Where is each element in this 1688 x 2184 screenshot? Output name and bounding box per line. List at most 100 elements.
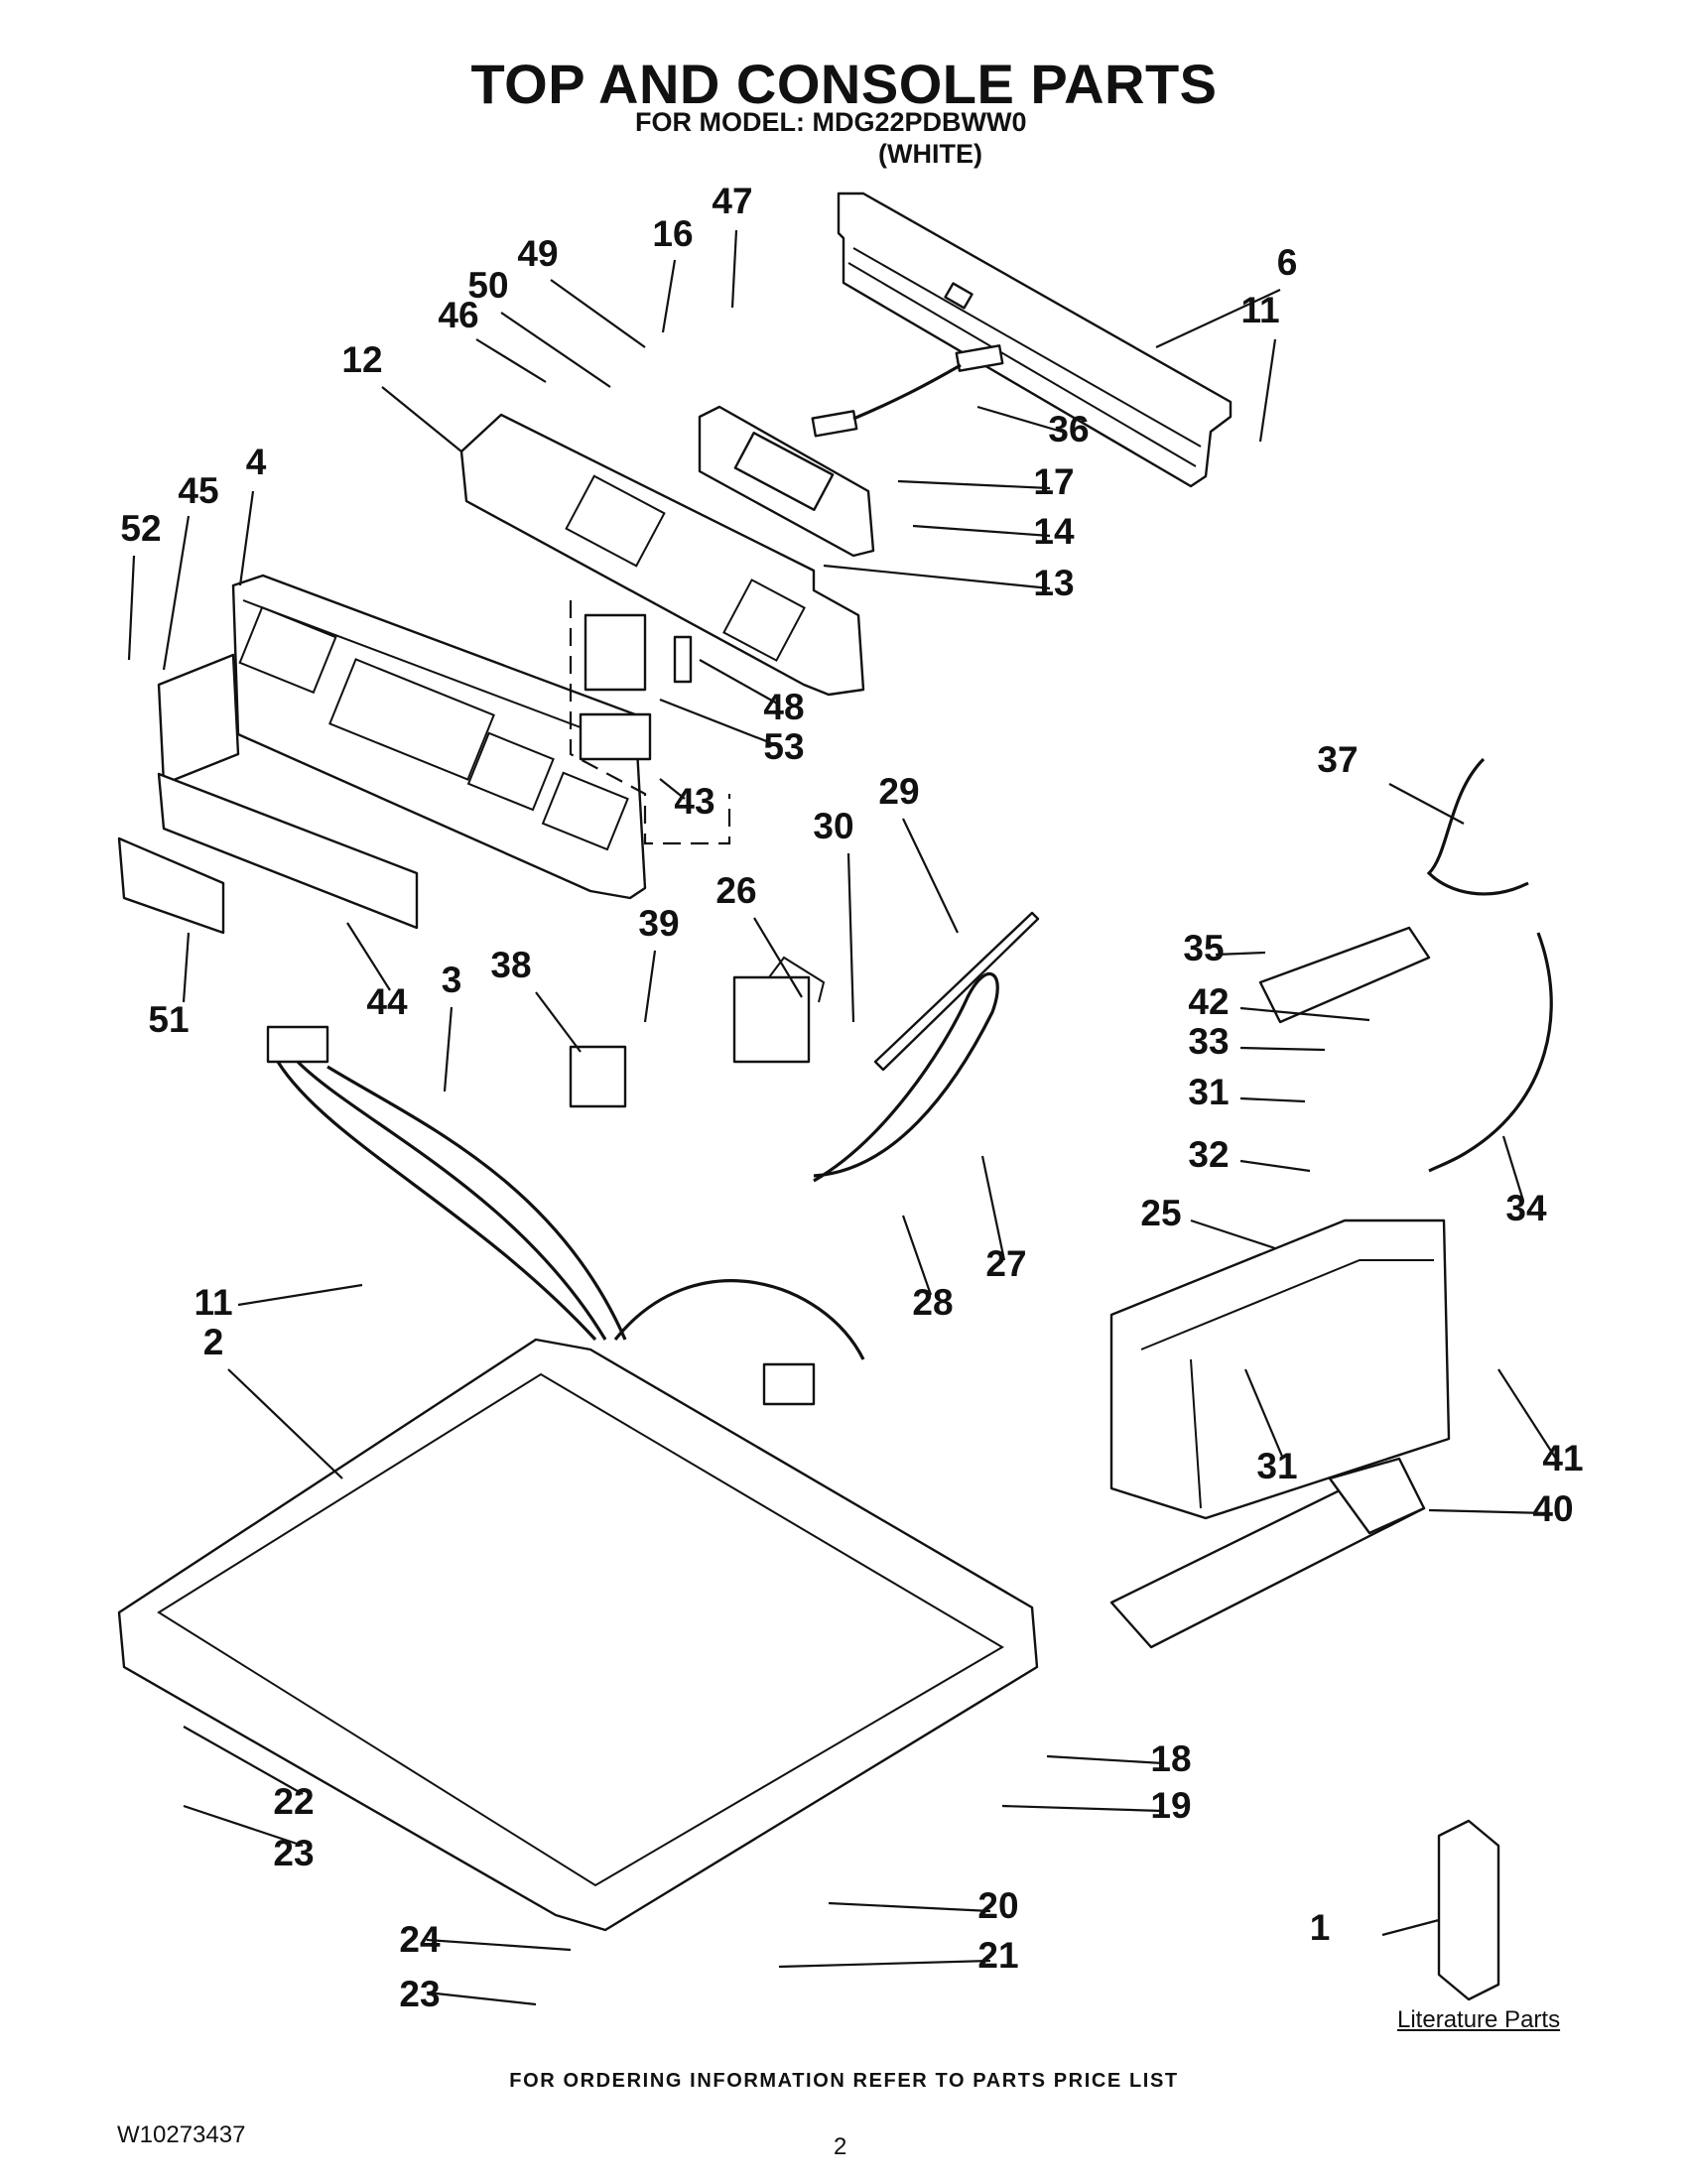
model-subtitle: FOR MODEL: MDG22PDBWW0	[635, 107, 1027, 137]
part-34-harness	[1428, 932, 1553, 1173]
callout-28: 28	[912, 1282, 953, 1323]
callout-leader-14	[912, 524, 1051, 538]
callout-11: 11	[1240, 290, 1279, 330]
callout-leader-13	[823, 564, 1051, 590]
callout-leader-41	[1497, 1368, 1557, 1460]
callout-leader-36	[976, 405, 1063, 434]
callout-34: 34	[1505, 1188, 1547, 1228]
part-45-overlay	[157, 653, 240, 786]
callout-42: 42	[1188, 981, 1229, 1022]
callout-26: 26	[715, 870, 756, 911]
callout-leader-31	[1239, 1096, 1306, 1103]
callout-leader-38	[535, 991, 582, 1053]
callout-11: 11	[194, 1282, 232, 1323]
callout-47: 47	[712, 181, 752, 221]
callout-6: 6	[1277, 242, 1298, 283]
callout-21: 21	[977, 1935, 1018, 1976]
part-53-board	[584, 613, 647, 692]
callout-leader-25	[1190, 1219, 1276, 1250]
callout-33: 33	[1188, 1021, 1229, 1062]
callout-leader-37	[1388, 783, 1465, 825]
part-35-cover	[1258, 926, 1431, 1024]
callout-leader-42	[1239, 1006, 1370, 1022]
callout-4: 4	[246, 442, 267, 482]
part-6-console-bracket	[837, 192, 1233, 488]
callout-23: 23	[399, 1974, 440, 2014]
callout-50: 50	[467, 265, 508, 306]
callout-leader-19	[1001, 1804, 1164, 1813]
part-43-switch	[579, 712, 652, 761]
callout-leader-44	[346, 922, 391, 991]
callout-leader-34	[1501, 1135, 1525, 1202]
callout-leader-47	[730, 229, 738, 309]
callout-leader-18	[1046, 1754, 1164, 1765]
page-number: 2	[834, 2133, 847, 2160]
callout-labels: 1234611111213141617181920212223232425262…	[120, 181, 1583, 2014]
callout-41: 41	[1542, 1438, 1583, 1478]
callout-45: 45	[178, 470, 218, 511]
callout-leader-24	[426, 1938, 572, 1952]
callout-17: 17	[1033, 461, 1074, 502]
callout-39: 39	[638, 903, 679, 944]
part-4-console	[231, 574, 647, 900]
callout-leader-16	[661, 259, 677, 333]
callout-leader-6	[1155, 289, 1281, 348]
callout-53: 53	[763, 726, 804, 767]
callout-leader-33	[1239, 1046, 1326, 1052]
callout-leader-17	[897, 479, 1051, 490]
callout-43: 43	[674, 781, 714, 822]
callout-leader-23	[183, 1804, 304, 1848]
callout-leader-40	[1428, 1508, 1549, 1515]
callout-leader-45	[162, 515, 191, 671]
part-12-console-back	[459, 413, 865, 697]
part-13-control-board	[698, 405, 875, 558]
part-2-top	[117, 1338, 1039, 1932]
callout-1: 1	[1310, 1907, 1331, 1948]
callout-36: 36	[1048, 409, 1089, 450]
callout-leader-30	[846, 852, 855, 1023]
part-43-outline	[569, 600, 731, 845]
callout-32: 32	[1188, 1134, 1229, 1175]
callout-51: 51	[148, 999, 189, 1040]
callout-44: 44	[366, 981, 408, 1022]
part-27-harness	[813, 972, 999, 1183]
callout-27: 27	[985, 1243, 1026, 1284]
callout-38: 38	[490, 945, 531, 985]
callout-leader-4	[238, 490, 255, 586]
callout-14: 14	[1033, 511, 1075, 552]
callout-leader-46	[475, 338, 547, 383]
callout-leader-53	[659, 698, 780, 748]
callout-leader-11	[1258, 338, 1277, 443]
callout-19: 19	[1150, 1785, 1191, 1826]
callout-3: 3	[442, 960, 462, 1000]
callout-25: 25	[1140, 1193, 1181, 1233]
literature-parts-label: Literature Parts	[1397, 2006, 1561, 2033]
callout-leader-49	[550, 279, 646, 348]
part-48-bracket	[673, 635, 693, 684]
callout-18: 18	[1150, 1738, 1191, 1779]
callout-37: 37	[1317, 739, 1358, 780]
callout-leader-51	[182, 932, 191, 1003]
model-color: (WHITE)	[878, 139, 982, 169]
callout-leader-2	[227, 1368, 343, 1479]
callout-leader-50	[500, 312, 611, 388]
callout-leader-22	[183, 1726, 304, 1795]
callout-leader-31	[1243, 1368, 1285, 1460]
callout-leader-1	[1381, 1918, 1440, 1937]
part-29-rod	[873, 911, 1040, 1072]
callout-24: 24	[399, 1919, 441, 1960]
callout-23: 23	[273, 1833, 314, 1873]
callout-35: 35	[1183, 928, 1224, 968]
callout-12: 12	[341, 339, 382, 380]
callout-leader-3	[443, 1006, 454, 1092]
callout-leader-29	[902, 818, 959, 934]
callout-leader-21	[778, 1959, 991, 1969]
callout-leader-32	[1239, 1159, 1311, 1173]
callout-20: 20	[977, 1885, 1018, 1926]
callout-29: 29	[878, 771, 919, 812]
callout-leader-48	[699, 659, 780, 706]
callout-46: 46	[438, 295, 478, 335]
part-38-relay	[569, 1045, 627, 1108]
callout-leader-28	[901, 1215, 933, 1296]
